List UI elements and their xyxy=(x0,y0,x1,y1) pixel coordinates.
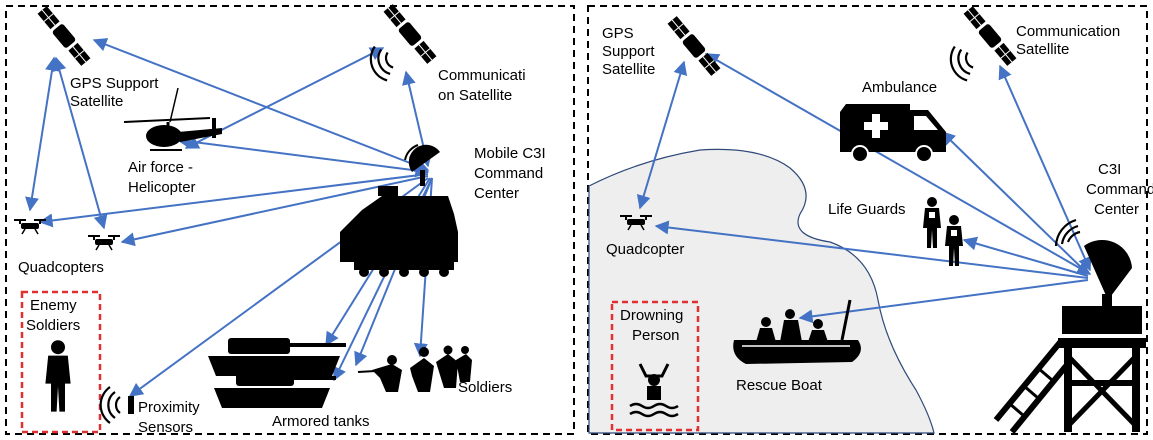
ambulance-label: Ambulance xyxy=(862,79,937,96)
quadcopters-label: Quadcopters xyxy=(18,259,104,276)
boat-icon xyxy=(733,299,861,364)
enemy-box xyxy=(20,290,102,434)
satellite-icon xyxy=(962,4,1018,68)
satellite-icon xyxy=(382,2,438,66)
link-command-to-quadcopter xyxy=(654,220,1089,279)
link-command-to-ambulance xyxy=(940,131,1089,275)
lifeguard-tower-icon xyxy=(993,306,1146,434)
soldiers-label: Soldiers xyxy=(458,379,512,396)
link-command-to-lifeguards xyxy=(962,236,1089,277)
lifeguard-icon xyxy=(945,215,963,266)
link-comm-to-command xyxy=(998,64,1092,272)
ambulance-icon xyxy=(840,104,946,163)
tank-icon xyxy=(214,372,336,408)
soldiers-icon xyxy=(357,345,472,392)
link-gps-to-drone2 xyxy=(52,56,108,230)
drone-icon xyxy=(87,235,121,251)
sensor-icon xyxy=(99,385,134,425)
drowning-box xyxy=(610,300,700,432)
lifeguards-label: Life Guards xyxy=(828,201,906,218)
right-panel-frame xyxy=(587,5,1148,435)
link-gps-to-drone1 xyxy=(25,56,59,212)
signal-waves-icon xyxy=(944,42,978,85)
link-command-to-drone1 xyxy=(38,173,429,228)
boat-label: Rescue Boat xyxy=(736,377,823,394)
tanks-label: Armored tanks xyxy=(272,413,370,430)
command-vehicle-icon xyxy=(340,186,458,277)
satellite-icon xyxy=(36,4,92,68)
drowning-person-icon xyxy=(629,363,679,418)
left-panel-frame xyxy=(5,5,575,435)
lifeguard-icon xyxy=(923,197,941,248)
link-command-to-drone2 xyxy=(120,175,429,247)
link-gps-to-quadcopter xyxy=(636,60,688,210)
dish-antenna-icon xyxy=(1054,218,1132,306)
dish-antenna-icon xyxy=(404,144,440,186)
link-command-to-heli xyxy=(176,134,430,178)
satellite-icon xyxy=(666,14,722,78)
tank-icon xyxy=(208,338,346,376)
helicopter-icon xyxy=(123,87,222,151)
quadcopter-label: Quadcopter xyxy=(606,241,684,258)
helicopter-label: Air force -Helicopter xyxy=(128,159,196,196)
soldier-icon xyxy=(45,340,71,412)
